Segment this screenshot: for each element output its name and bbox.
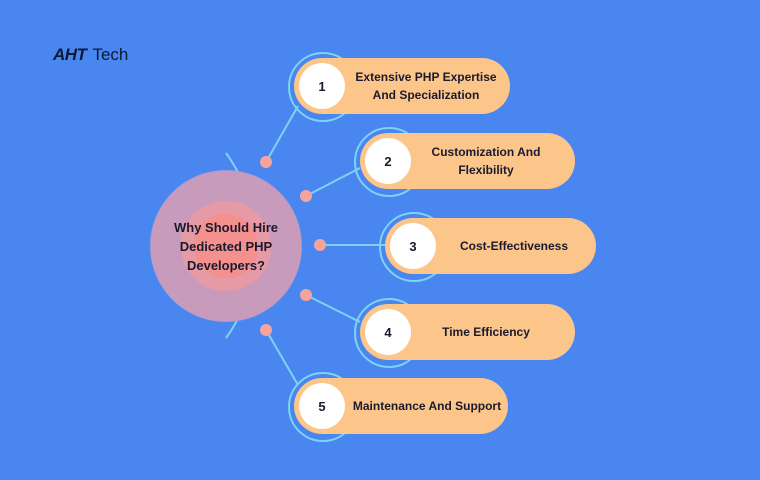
reason-item-4: 4 Time Efficiency	[354, 298, 575, 368]
connector-dot-2	[300, 190, 312, 202]
reason-item-1: 1 Extensive PHP Expertise And Specializa…	[288, 52, 510, 122]
reason-item-3: 3 Cost-Effectiveness	[379, 212, 596, 282]
logo-text: Tech	[92, 45, 129, 64]
connector-2	[305, 167, 361, 197]
reason-label-4: Time Efficiency	[442, 325, 530, 339]
brand-logo: AHT Tech	[53, 44, 128, 66]
reason-number-2: 2	[365, 138, 411, 184]
reason-number-1: 1	[299, 63, 345, 109]
reason-number-4: 4	[365, 309, 411, 355]
connector-dot-1	[260, 156, 272, 168]
reason-number-5: 5	[299, 383, 345, 429]
logo-mark: AHT	[53, 45, 87, 64]
connector-5	[265, 329, 299, 386]
connector-dot-4	[300, 289, 312, 301]
reason-label-5: Maintenance And Support	[352, 399, 502, 413]
reason-label-2: Customization And Flexibility	[431, 145, 541, 177]
reason-number-3: 3	[390, 223, 436, 269]
connector-1	[265, 105, 299, 163]
connector-dot-5	[260, 324, 272, 336]
reason-item-5: 5 Maintenance And Support	[288, 372, 508, 442]
center-circle: Why Should Hire Dedicated PHP Developers…	[150, 170, 302, 322]
connector-4	[305, 294, 361, 323]
center-title: Why Should Hire Dedicated PHP Developers…	[174, 219, 278, 273]
connector-dot-3	[314, 239, 326, 251]
reason-item-2: 2 Customization And Flexibility	[354, 127, 575, 197]
reason-label-3: Cost-Effectiveness	[459, 239, 569, 253]
reason-label-1: Extensive PHP Expertise And Specializati…	[355, 70, 497, 102]
